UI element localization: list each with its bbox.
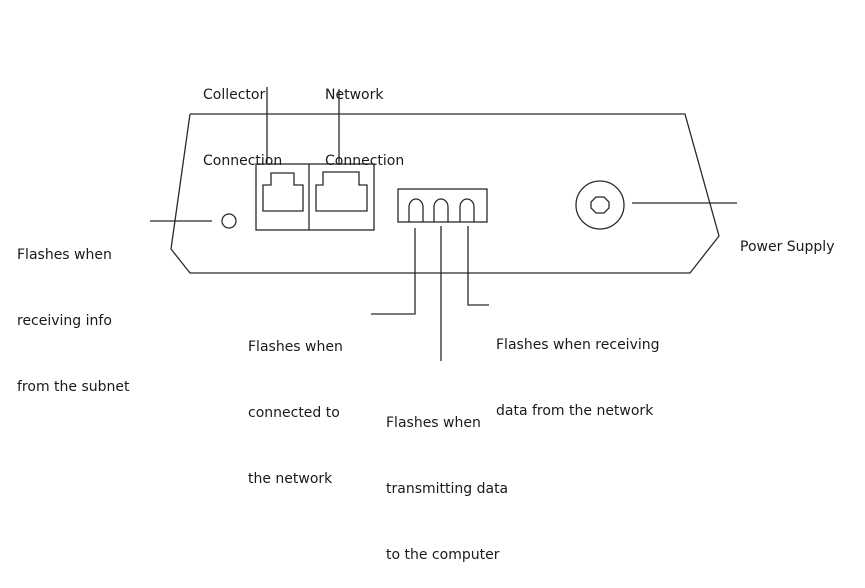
- led-transmit: [433, 198, 449, 222]
- device-body-outline: [170, 113, 720, 274]
- led-receive: [459, 198, 475, 222]
- label-line: Power Supply: [740, 239, 835, 255]
- power-jack-outer: [575, 180, 625, 230]
- led-housing: [397, 188, 488, 223]
- device-diagram: [150, 87, 737, 361]
- label-line: connected to: [248, 405, 340, 421]
- collector-port: [262, 172, 304, 212]
- receive-led-label: Flashes when receiving data from the net…: [496, 290, 660, 444]
- label-line: Connection: [325, 153, 405, 169]
- connected-led-label: Flashes when connected to the network: [248, 292, 343, 512]
- label-line: transmitting data: [386, 481, 509, 497]
- label-line: receiving info: [17, 313, 112, 329]
- led-connected: [408, 198, 424, 222]
- label-line: Flashes when: [386, 415, 481, 431]
- label-line: the network: [248, 471, 333, 487]
- label-line: Flashes when receiving: [496, 337, 660, 353]
- subnet-led: [221, 213, 237, 229]
- network-connection-label: Network Connection: [325, 40, 404, 194]
- power-jack-inner: [590, 196, 610, 214]
- label-line: Connection: [203, 153, 283, 169]
- ports-housing: [255, 163, 375, 231]
- label-line: Flashes when: [248, 339, 343, 355]
- label-line: to the computer: [386, 547, 500, 563]
- connected-led-leader: [371, 228, 416, 315]
- network-port: [315, 171, 368, 212]
- receive-led-leader: [467, 226, 489, 306]
- transmit-led-label: Flashes when transmitting data to the co…: [386, 368, 508, 588]
- power-supply-label: Power Supply: [740, 192, 835, 280]
- label-line: Collector: [203, 87, 266, 103]
- collector-connection-label: Collector Connection: [203, 40, 282, 194]
- label-line: data from the network: [496, 403, 654, 419]
- label-line: from the subnet: [17, 379, 130, 395]
- subnet-led-label: Flashes when receiving info from the sub…: [17, 200, 130, 420]
- label-line: Network: [325, 87, 384, 103]
- label-line: Flashes when: [17, 247, 112, 263]
